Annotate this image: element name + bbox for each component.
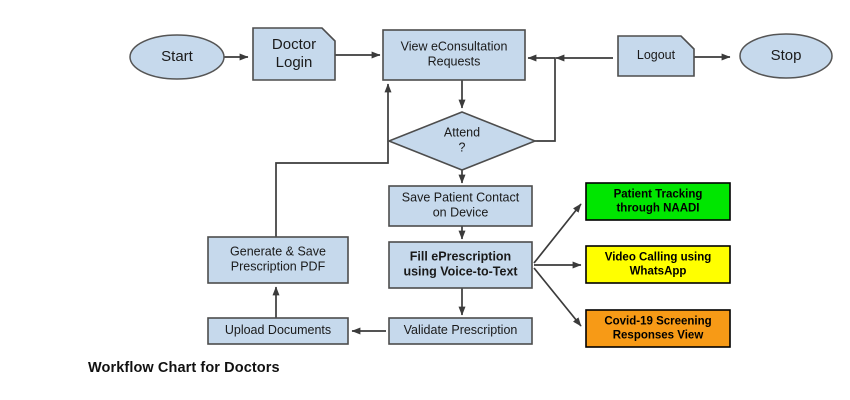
shape-ellipse: [129, 34, 225, 80]
edge-attend-loop-view: [527, 54, 556, 142]
chart-caption: Workflow Chart for Doctors: [88, 360, 280, 376]
edge-fill-covid: [533, 267, 582, 327]
edge-genpdf-view: [275, 83, 392, 237]
node-upload[interactable]: Upload Documents: [207, 317, 349, 345]
shape-rect: [388, 317, 533, 345]
shape-rect: [207, 317, 349, 345]
node-attend[interactable]: Attend?: [386, 111, 538, 171]
edge-fill-naadi: [533, 203, 582, 264]
shape-rect: [585, 182, 731, 221]
node-label-validate: Validate Prescription: [404, 323, 518, 337]
node-stop[interactable]: Stop: [739, 33, 833, 79]
node-label-stop: Stop: [771, 47, 802, 64]
edge-layer: [224, 51, 731, 335]
shape-rect: [585, 245, 731, 284]
shape-cut-corner-box: [252, 27, 336, 81]
shape-cut-corner-box: [617, 35, 695, 77]
shape-diamond: [386, 111, 538, 171]
node-validate[interactable]: Validate Prescription: [388, 317, 533, 345]
shape-rect: [388, 241, 533, 289]
shape-rect: [585, 309, 731, 348]
node-label-start: Start: [161, 48, 194, 65]
node-label-logout: Logout: [637, 48, 676, 62]
node-start[interactable]: Start: [129, 34, 225, 80]
shape-ellipse: [739, 33, 833, 79]
node-label-attend: Attend?: [444, 126, 480, 155]
node-logout[interactable]: Logout: [617, 35, 695, 77]
shape-rect: [388, 185, 533, 227]
shape-rect: [207, 236, 349, 284]
shape-rect: [382, 29, 526, 81]
node-label-upload: Upload Documents: [225, 323, 331, 337]
